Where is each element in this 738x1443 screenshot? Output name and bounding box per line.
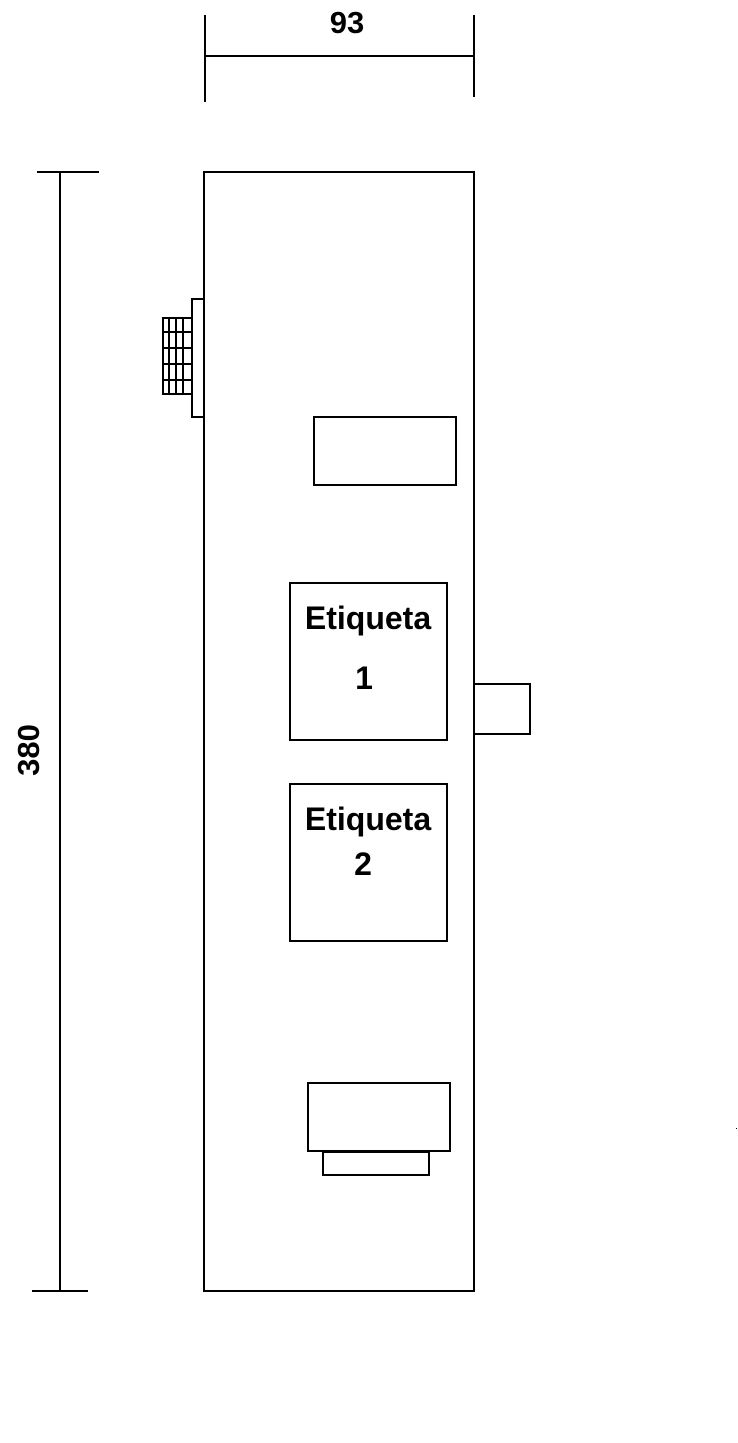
device-body — [203, 171, 475, 1292]
height-dimension-label: 380 — [11, 724, 46, 776]
label-1-title: Etiqueta — [305, 600, 431, 636]
width-dimension: 93 — [204, 5, 475, 102]
bottom-panel — [307, 1082, 451, 1152]
label-2-frame — [289, 783, 448, 942]
stray-dot — [736, 1128, 737, 1129]
label-2-box: Etiqueta 2 — [289, 783, 448, 942]
top-panel — [313, 416, 457, 486]
width-dimension-label: 93 — [330, 5, 364, 40]
connector-plug — [162, 317, 193, 395]
label-1-box: Etiqueta 1 — [289, 582, 448, 741]
side-tab — [473, 683, 531, 735]
label-2-number: 2 — [354, 846, 372, 882]
label-2-title: Etiqueta — [305, 801, 431, 837]
bottom-panel-base — [322, 1151, 430, 1176]
bottom-component — [307, 1082, 451, 1176]
label-1-number: 1 — [355, 660, 373, 696]
height-dimension: 380 — [11, 171, 99, 1292]
connector-base — [191, 298, 205, 418]
side-connector — [162, 298, 205, 418]
label-1-frame — [289, 582, 448, 741]
